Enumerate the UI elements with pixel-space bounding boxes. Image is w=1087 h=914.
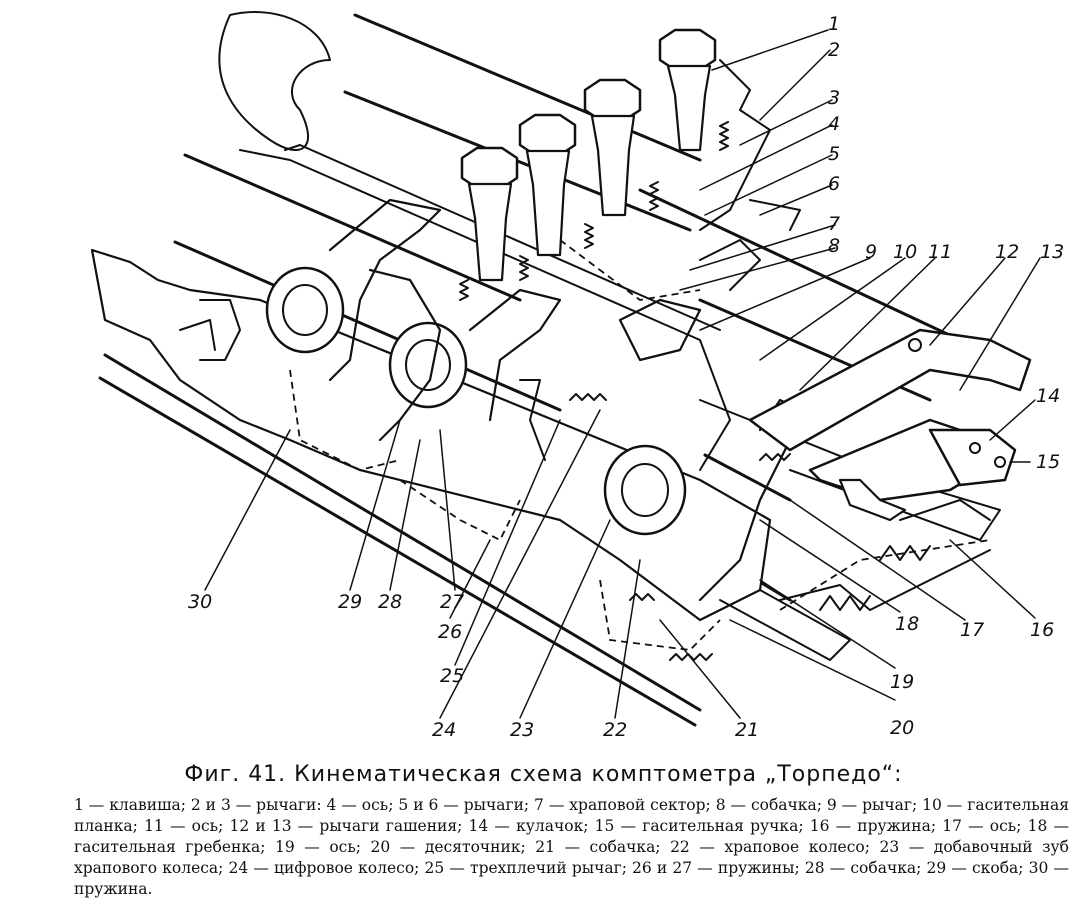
callout-7: 7	[828, 213, 840, 235]
callout-6: 6	[828, 173, 840, 195]
key-1	[658, 28, 717, 152]
diagram-svg: 1 2 3 4 5 6 7 8 9 10 11 12 13 14 15 16 1…	[90, 11, 1064, 741]
callout-3: 3	[828, 87, 840, 109]
callout-5: 5	[828, 143, 840, 165]
caption-legend: 1 — клавиша; 2 и 3 — рычаги: 4 — ось; 5 …	[74, 796, 1069, 898]
callout-17: 17	[960, 619, 984, 641]
callout-12: 12	[995, 241, 1019, 263]
callout-16: 16	[1030, 619, 1054, 641]
callout-28: 28	[378, 591, 402, 613]
callout-21: 21	[735, 719, 759, 741]
callout-19: 19	[890, 671, 914, 693]
shafts	[98, 13, 962, 727]
key-4	[460, 146, 519, 282]
callout-9: 9	[865, 241, 877, 263]
callout-22: 22	[603, 719, 627, 741]
callout-18: 18	[895, 613, 919, 635]
key-3	[518, 113, 577, 257]
callout-27: 27	[440, 591, 464, 613]
leader-lines	[204, 29, 1041, 719]
callout-23: 23	[510, 719, 534, 741]
callout-2: 2	[828, 39, 840, 61]
callout-24: 24	[432, 719, 456, 741]
hidden-lines	[289, 239, 991, 651]
key-2	[583, 78, 642, 217]
callout-11: 11	[928, 241, 952, 263]
callout-10: 10	[893, 241, 917, 263]
caption-title: Фиг. 41. Кинематическая схема комптометр…	[184, 762, 903, 787]
mechanism-diagram: 1 2 3 4 5 6 7 8 9 10 11 12 13 14 15 16 1…	[90, 11, 1064, 741]
callout-25: 25	[440, 665, 464, 687]
callout-26: 26	[438, 621, 462, 643]
keys	[460, 28, 717, 282]
callout-4: 4	[828, 113, 840, 135]
callout-13: 13	[1040, 241, 1064, 263]
callout-14: 14	[1036, 385, 1060, 407]
digit-wheels	[265, 266, 687, 536]
levers	[179, 59, 1032, 611]
callout-30: 30	[188, 591, 212, 613]
figure-caption: Фиг. 41. Кинематическая схема комптометр…	[0, 762, 1087, 900]
callout-labels: 1 2 3 4 5 6 7 8 9 10 11 12 13 14 15 16 1…	[188, 13, 1064, 741]
callout-20: 20	[890, 717, 914, 739]
callout-29: 29	[338, 591, 362, 613]
callout-15: 15	[1036, 451, 1060, 473]
callout-8: 8	[828, 235, 840, 257]
springs	[459, 121, 791, 661]
frame	[90, 11, 1001, 661]
callout-1: 1	[828, 13, 840, 35]
